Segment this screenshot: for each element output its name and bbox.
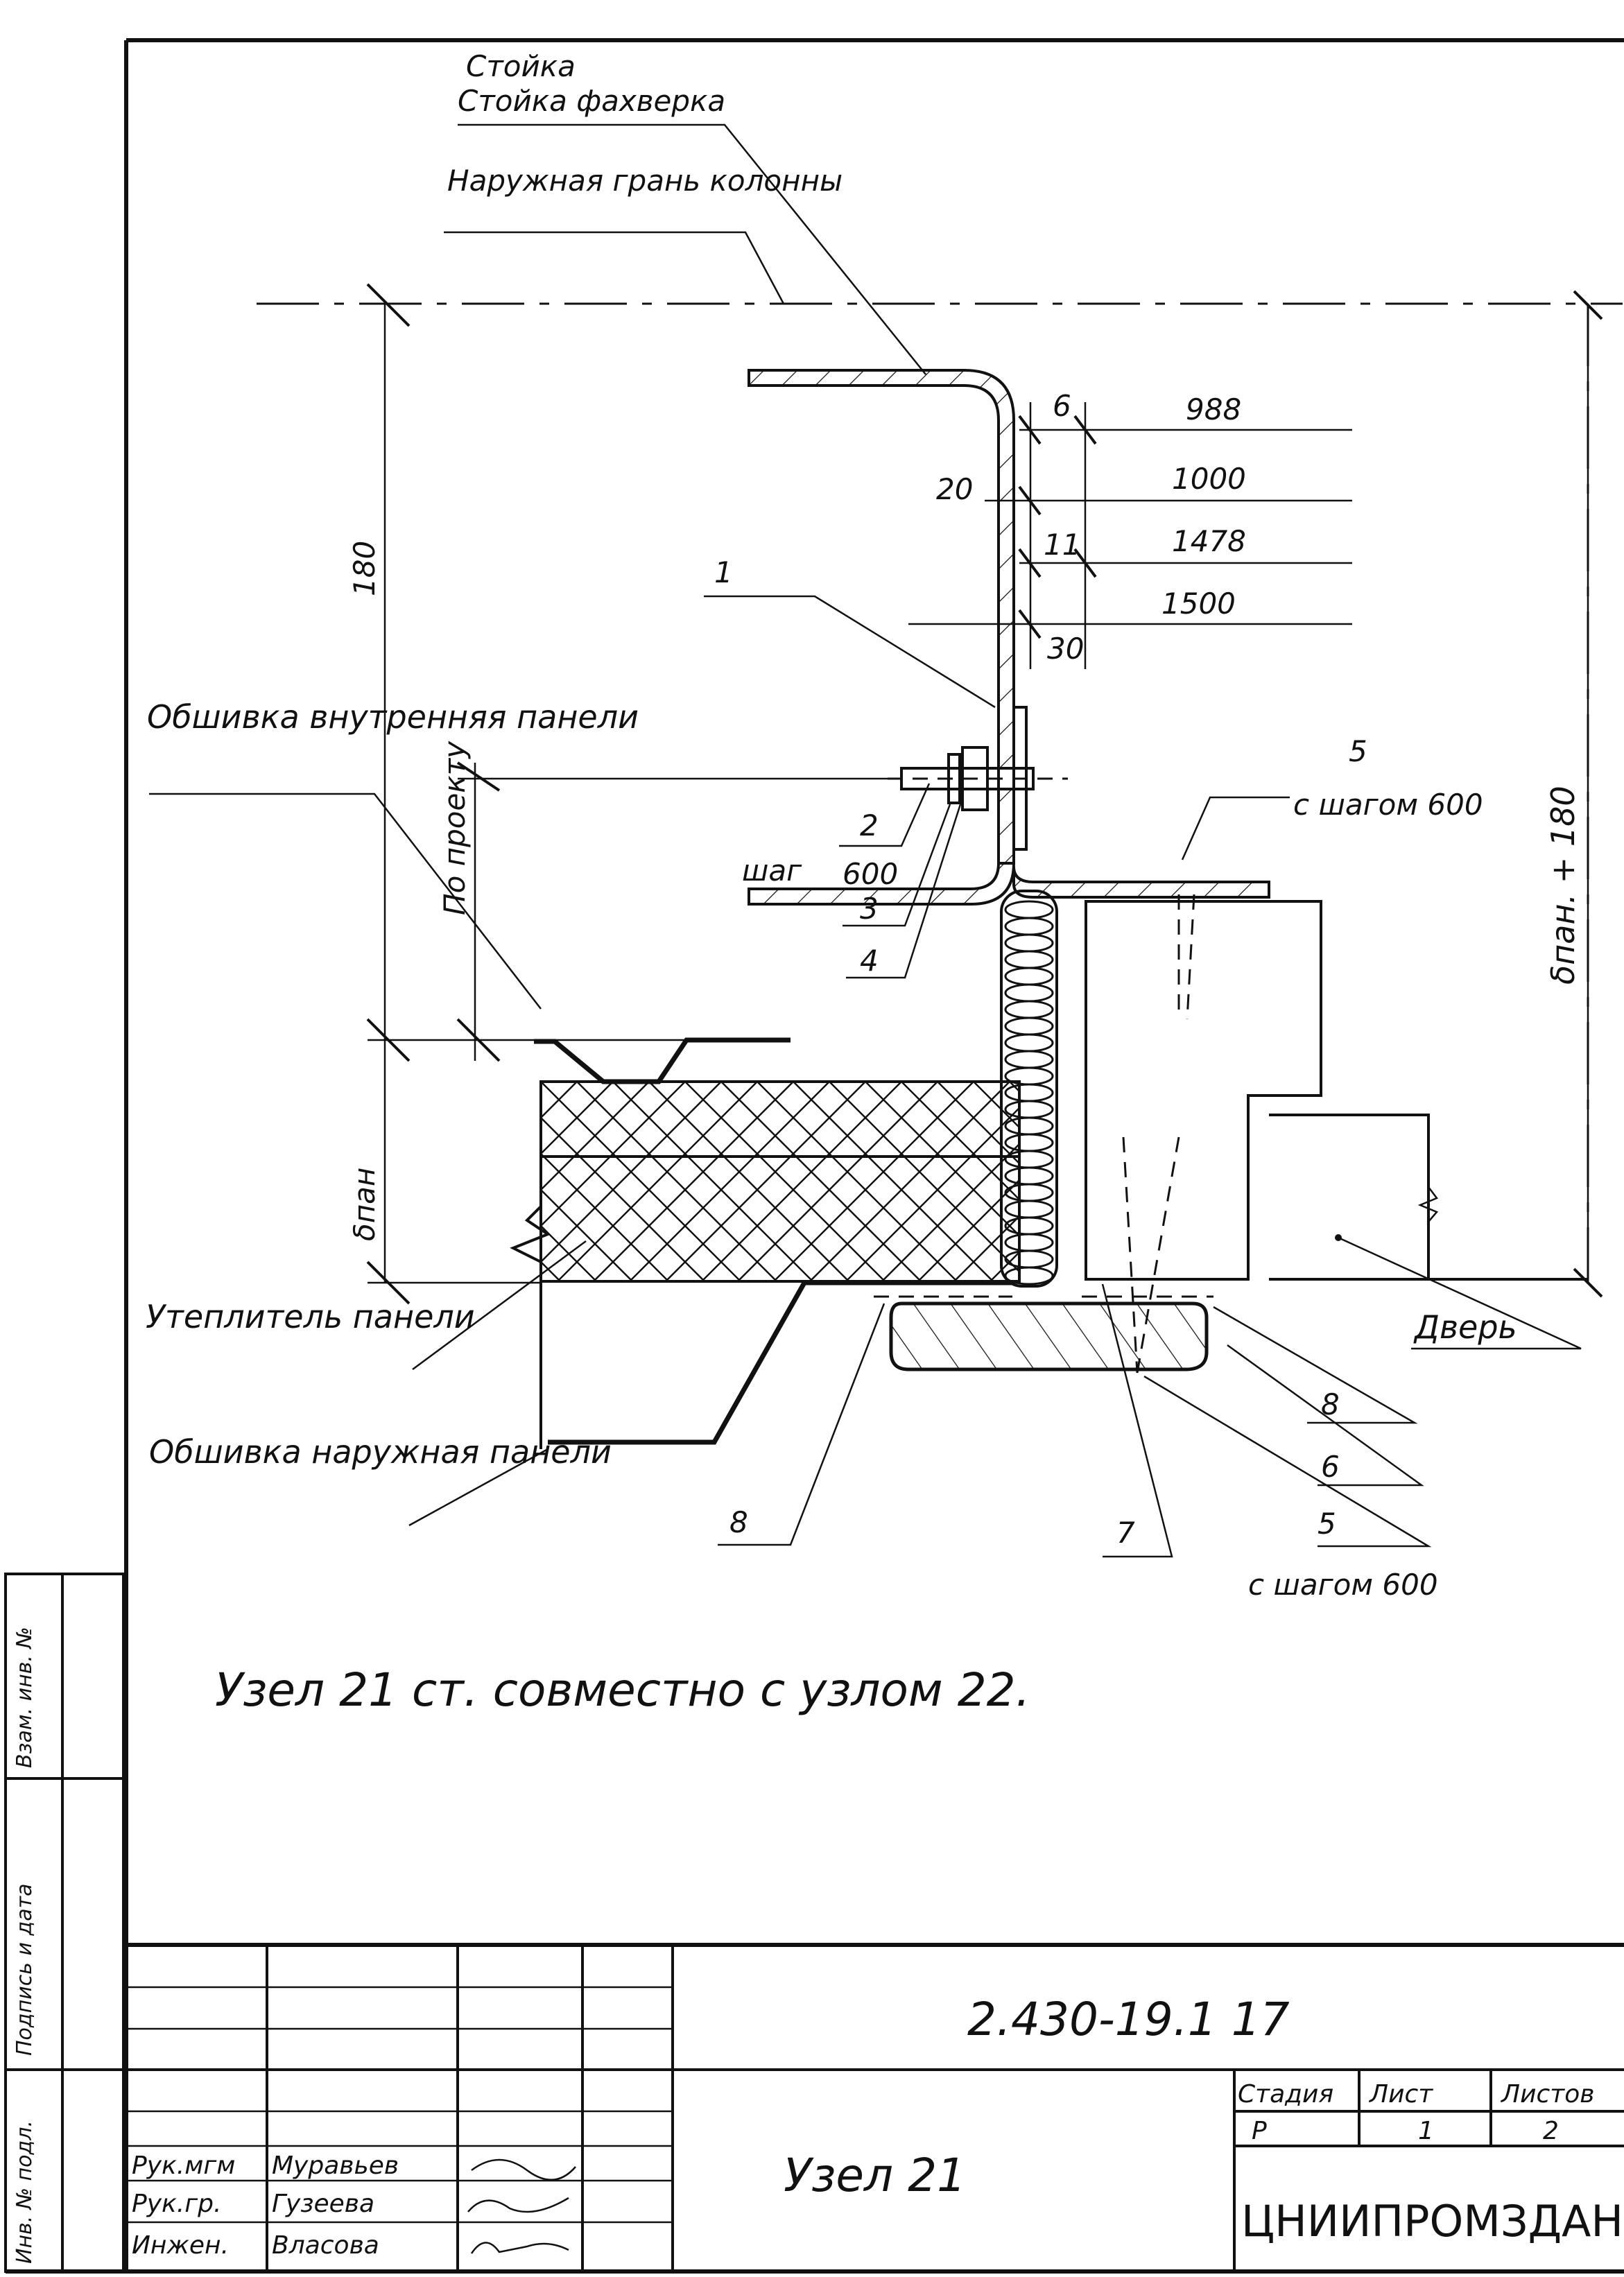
sheet-title: Узел 21 bbox=[784, 2149, 966, 2202]
sheets-header: Листов bbox=[1500, 2080, 1594, 2109]
pos-6: 6 bbox=[1321, 1450, 1340, 1484]
dim-by-project: По проекту bbox=[438, 741, 472, 915]
dim-delta-pan: δпан bbox=[347, 1168, 381, 1241]
title-block: 2.430-19.1 17 Узел 21 Стадия Лист Листов… bbox=[126, 1943, 1624, 2271]
label-inner-sheathing: Обшивка внутренняя панели bbox=[147, 698, 639, 736]
note-text: Узел 21 ст. совместно с узлом 22. bbox=[215, 1663, 1030, 1717]
gasket-coil bbox=[1004, 1066, 1054, 1086]
gasket-coil bbox=[1004, 967, 1054, 986]
pos-1: 1 bbox=[714, 555, 733, 589]
dim-1000: 1000 bbox=[1172, 462, 1246, 496]
sheet-value: 1 bbox=[1418, 2117, 1434, 2145]
drawing-frame bbox=[6, 38, 1624, 2274]
label-outer-sheathing: Обшивка наружная панели bbox=[149, 1433, 612, 1471]
sheets-value: 2 bbox=[1543, 2117, 1559, 2145]
dimension-labels: 6 20 11 30 988 1000 1478 1500 180 По про… bbox=[347, 389, 1582, 1241]
name-3: Власова bbox=[272, 2231, 379, 2260]
pos-2: 2 bbox=[860, 808, 879, 842]
signature-3 bbox=[470, 2242, 569, 2254]
gasket-coil bbox=[1004, 1266, 1054, 1285]
gasket-seal bbox=[1000, 890, 1058, 1288]
dimension-lines bbox=[366, 283, 1603, 1305]
pos-8-left: 8 bbox=[729, 1505, 748, 1539]
gasket-coil bbox=[1004, 1050, 1054, 1069]
pos-5-bottom: 5 bbox=[1318, 1507, 1336, 1541]
inner-sheathing bbox=[534, 1037, 791, 1084]
gasket-coil bbox=[1004, 900, 1054, 919]
step-600-bottom: с шагом 600 bbox=[1248, 1568, 1438, 1602]
gasket-coil bbox=[1004, 933, 1054, 953]
gasket-coil bbox=[1004, 1000, 1054, 1019]
panel-insulation bbox=[510, 1080, 1021, 1283]
gasket-coil bbox=[1004, 1033, 1054, 1053]
pos-2-step-word: шаг bbox=[742, 854, 802, 888]
side-field-sign: Подпись и дата bbox=[12, 1884, 37, 2057]
role-2: Рук.гр. bbox=[132, 2190, 221, 2218]
stage-header: Стадия bbox=[1238, 2080, 1333, 2109]
step-600-top: с шагом 600 bbox=[1293, 788, 1483, 822]
label-column-face: Наружная грань колонны bbox=[447, 164, 843, 198]
label-post-2: Стойка фахверка bbox=[458, 84, 725, 118]
bolt-assembly bbox=[888, 706, 1068, 851]
dim-6: 6 bbox=[1053, 389, 1071, 423]
dim-1478: 1478 bbox=[1172, 524, 1246, 558]
callout-labels: Стойка Стойка фахверка Наружная грань ко… bbox=[146, 49, 1517, 1602]
dim-delta-pan-plus-180: δпан. + 180 bbox=[1544, 786, 1582, 985]
label-post-1: Стойка bbox=[466, 49, 576, 83]
side-field-replace: Взам. инв. № bbox=[12, 1627, 37, 1768]
pos-5-top: 5 bbox=[1349, 734, 1367, 768]
organization-name: ЦНИИПРОМЗДАНИЙ bbox=[1241, 2196, 1624, 2246]
gasket-coil bbox=[1004, 983, 1054, 1003]
pos-2-step: 600 bbox=[843, 857, 898, 891]
leader-lines bbox=[149, 123, 1582, 1558]
pos-3: 3 bbox=[860, 892, 879, 926]
outer-sheathing bbox=[539, 1280, 1012, 1449]
role-3: Инжен. bbox=[132, 2231, 229, 2260]
signature-2 bbox=[467, 2197, 569, 2213]
pos-7: 7 bbox=[1116, 1516, 1135, 1550]
doc-code: 2.430-19.1 17 bbox=[967, 1993, 1290, 2046]
screws bbox=[874, 894, 1213, 1374]
gasket-coil bbox=[1004, 950, 1054, 969]
dim-11: 11 bbox=[1044, 528, 1080, 562]
role-1: Рук.мгм bbox=[132, 2152, 235, 2180]
stage-value: Р bbox=[1252, 2117, 1267, 2145]
wooden-bar bbox=[889, 1301, 1209, 1371]
label-door: Дверь bbox=[1413, 1308, 1517, 1346]
dim-1500: 1500 bbox=[1161, 587, 1236, 621]
gasket-coil bbox=[1004, 917, 1054, 936]
dim-180: 180 bbox=[347, 541, 381, 596]
door-frame bbox=[1085, 900, 1588, 1281]
signature-1 bbox=[471, 2158, 576, 2181]
gasket-coil bbox=[1004, 1016, 1054, 1036]
name-2: Гузеева bbox=[272, 2190, 374, 2218]
side-stamp: Взам. инв. № Подпись и дата Инв. № подл. bbox=[4, 1573, 125, 2273]
sheet-header: Лист bbox=[1368, 2080, 1433, 2109]
label-insulation: Утеплитель панели bbox=[146, 1298, 475, 1335]
pos-8-right: 8 bbox=[1321, 1387, 1340, 1421]
side-field-inv: Инв. № подл. bbox=[12, 2120, 37, 2264]
post-channel bbox=[748, 369, 1270, 906]
dim-988: 988 bbox=[1186, 392, 1241, 426]
dim-30: 30 bbox=[1047, 632, 1084, 666]
name-1: Муравьев bbox=[272, 2152, 399, 2180]
pos-4: 4 bbox=[860, 944, 879, 978]
dim-20: 20 bbox=[936, 472, 973, 506]
